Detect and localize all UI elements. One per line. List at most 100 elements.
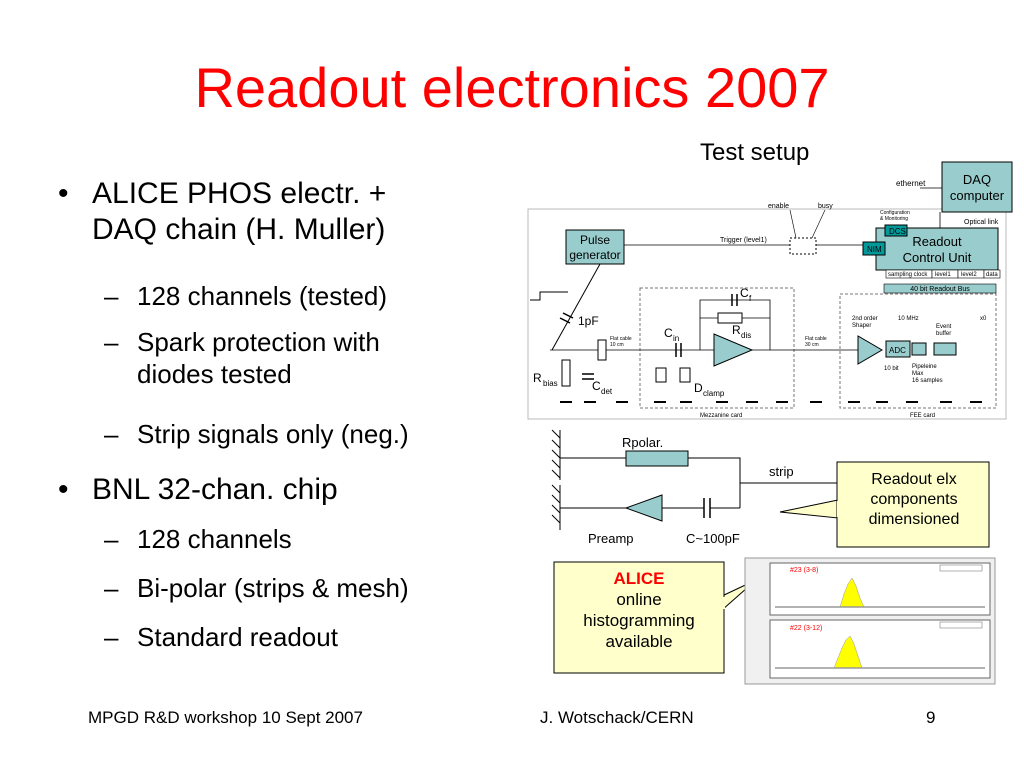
nim-label: NIM [867,245,882,254]
readout-callout-l1: Readout elx [871,471,957,488]
enable-line [789,209,797,239]
alice-callout-box [553,561,725,674]
pulse-step [530,291,568,301]
setup-frame [527,208,1007,420]
cdet-sub: det [601,387,613,396]
bullet-2: BNL 32-chan. chip [92,473,338,506]
sub-dash: – [104,573,119,603]
rpolar-label: Rpolar. [622,435,663,450]
pipeline-l2: Max [912,371,923,377]
test-setup-label: Test setup [700,139,810,166]
shaper-l2: Shaper [852,323,871,329]
readout-callout-pointer [779,499,839,519]
histogram-2-peak [833,635,863,669]
flat-cable-1-l2: 10 cm [610,342,624,348]
rbias-resistor [561,359,571,387]
sub-dash: – [104,281,119,311]
sub-bullet-1-3: Strip signals only (neg.) [137,419,409,449]
lower-preamp-triangle [624,494,663,522]
level2-label: level2 [961,272,977,278]
rpolar-resistor [625,450,689,467]
cdet-label: C [592,379,601,393]
shaper-l1: 2nd order [852,316,878,322]
daq-label-2: computer [950,188,1005,203]
alice-callout-l3: histogramming [583,611,695,630]
histogram-1-peak [839,577,865,608]
daq-computer-box [941,161,1013,213]
dclamp-diode-2 [679,367,691,383]
readout-bus-label: 40 bit Readout Bus [910,286,970,293]
rdis-resistor [717,312,743,324]
cf-sub: f [749,294,752,303]
pf-capacitor [559,317,571,324]
adc-label: ADC [889,346,906,355]
sub-bullet-2-2: Bi-polar (strips & mesh) [137,573,409,603]
fee-label: FEE card [910,413,935,419]
event-l2: buffer [936,331,951,337]
cap100-label: C~100pF [686,531,740,546]
trigger-box [789,237,817,255]
daq-label-1: DAQ [963,172,991,187]
sub-dash: – [104,524,119,554]
ground-hatch-top [551,429,561,480]
mezzanine-frame [639,287,795,409]
bullet-1-line1: ALICE PHOS electr. + [92,177,387,210]
busy-line [811,209,826,239]
rdis-label: R [732,323,741,337]
ground-hatch-bottom [551,484,561,530]
trigger-label: Trigger (level1) [720,237,767,244]
slide-title: Readout electronics 2007 [194,56,830,119]
cf-label: C [740,286,749,300]
readout-callout-box [836,461,990,548]
protection-diodes [597,339,607,361]
dcs-label: DCS [889,227,906,236]
pulse-label-2: generator [569,248,620,262]
alice-callout-l1: ALICE [613,569,665,588]
config-label-2: & Monitoring [880,216,908,222]
alice-callout-l4: available [605,632,673,651]
bullet-1: ALICE PHOS electr. + DAQ chain (H. Mulle… [92,176,386,248]
bit10-label: 10 bit [884,366,899,372]
readout-bus [883,283,997,294]
flat-cable-2-l2: 30 cm [805,342,819,348]
pulse-label-1: Pulse [580,233,610,247]
footer-left: MPGD R&D workshop 10 Sept 2007 [88,708,363,727]
level1-label: level1 [935,272,951,278]
alice-callout-l2: online [616,590,662,609]
event-l1: Event [936,324,952,330]
optical-link-label: Optical link [964,219,999,226]
dcs-box [884,224,908,237]
pulse-wire [551,263,601,351]
sub-bullet-2-1: 128 channels [137,524,292,554]
pipeline-l3: 16 samples [912,378,943,384]
rcu-label-2: Control Unit [903,250,972,265]
data-label: data [986,272,998,278]
ethernet-label: ethernet [896,179,926,188]
readout-callout-l3: dimensioned [868,511,960,528]
data-cell [983,269,1001,279]
rcu-label-1: Readout [912,234,962,249]
flat-cable-2-l1: Flat cable [805,336,827,342]
flat-cable-1-l1: Flat cable [610,336,632,342]
preamp-triangle [713,333,754,367]
sub-dash: – [104,327,119,357]
adc-box [885,340,911,358]
pulse-generator-box [565,229,625,265]
histogram-2-stats [939,621,983,629]
pf-capacitor-plate [562,312,574,319]
enable-label: enable [768,203,789,210]
sub-bullet-1-1: 128 channels (tested) [137,281,388,311]
pipeline-l1: Pipeleine [912,364,937,370]
sub-bullet-1-2-line1: Spark protection with [137,327,380,357]
rbias-sub: bias [543,379,558,388]
fee-frame [839,293,997,409]
config-label-1: Configuration [880,210,910,216]
sub-bullet-1-2: Spark protection with diodes tested [137,326,380,390]
readout-callout-l2: components [870,491,958,508]
histogram-2-label: #22 (3-12) [790,625,822,632]
histogram-1-stats [939,564,983,572]
pipeline-cell [911,342,927,356]
busy-label: busy [818,203,833,210]
histogram-1-label: #23 (3-8) [790,567,818,574]
